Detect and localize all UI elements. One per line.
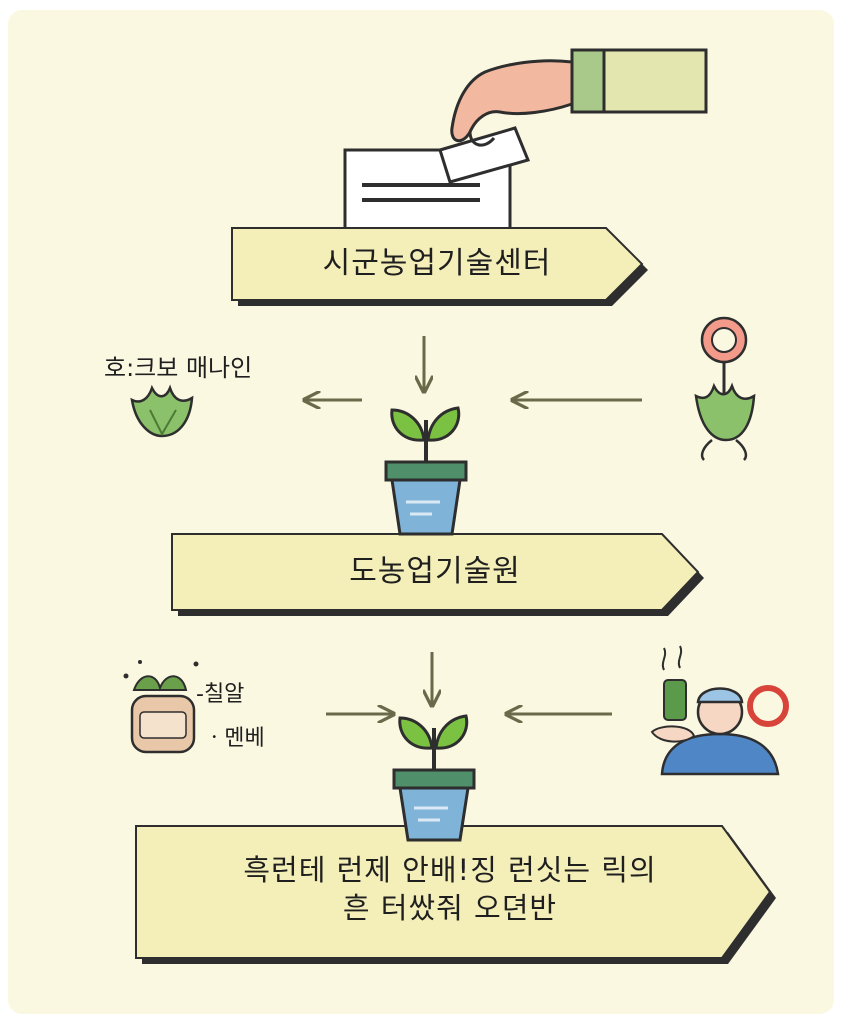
banner-3-line1: 흑런테 런제 안배!징 런싯는 릭의 (243, 853, 657, 887)
leaf-bundle-icon (130, 384, 194, 438)
plant-pot-icon-2 (392, 714, 476, 842)
hand-ballot-icon (343, 48, 708, 232)
mid-left-label-2: ㆍ멘베 (204, 726, 265, 751)
banner-1 (231, 227, 648, 306)
banner-2-label: 도농업기술원 (349, 554, 521, 589)
banner-3-line2: 흔 터쌌줘 오뎐반 (342, 891, 558, 925)
mid-left-label-1: -칠알 (196, 682, 245, 707)
top-left-label: 호:크보 매나인 (104, 354, 253, 382)
farmer-icon (650, 645, 789, 776)
banner-2 (171, 533, 704, 616)
banner-3 (135, 825, 776, 964)
plant-pot-icon (384, 406, 468, 536)
herb-basket-icon (123, 660, 199, 754)
banner-1-label: 시군농업기술센터 (322, 246, 552, 281)
flower-icon (694, 316, 756, 461)
